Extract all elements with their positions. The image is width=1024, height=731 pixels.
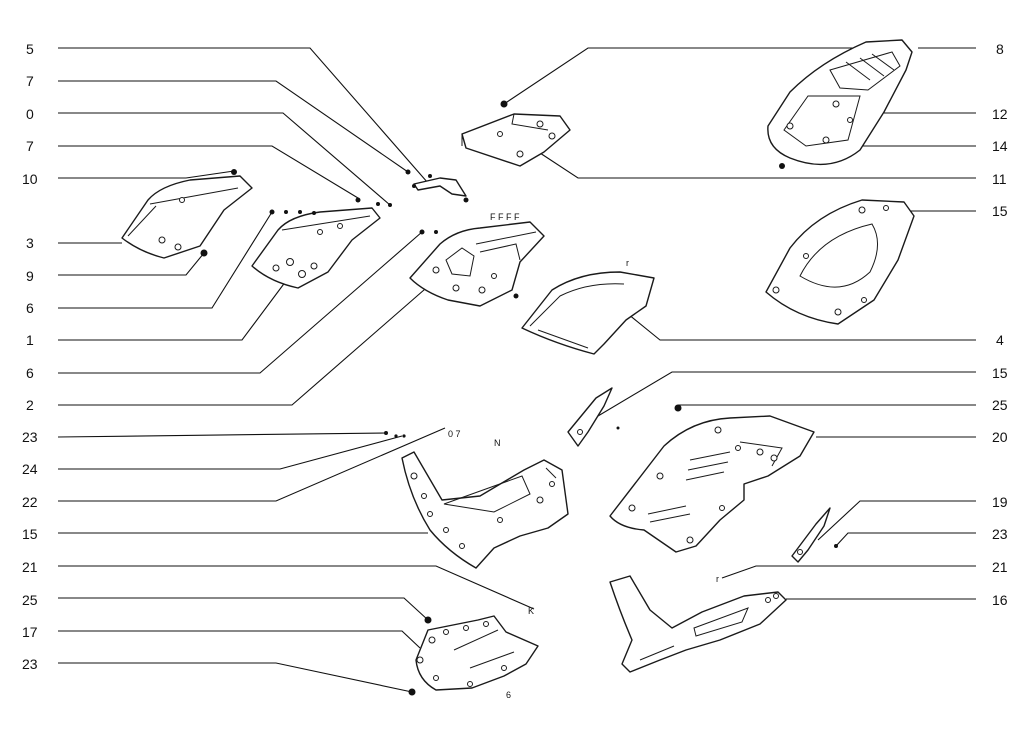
leader-line [817,500,976,541]
leader-line [58,597,429,621]
leader-line [58,170,235,179]
leader-line [58,427,446,502]
seat-tail-unit [767,39,913,169]
callout-label: 23 [22,429,38,445]
callout-label: 7 [26,138,34,154]
callout-label: 19 [992,494,1008,510]
stray-mark: F F F F [490,212,520,222]
wedge-panel: r [521,258,655,355]
leader-line [503,47,904,105]
leader-line [58,630,421,649]
stray-mark: N [494,438,501,448]
leader-line [539,152,976,179]
lower-bracket: 6 [408,615,539,700]
small-clip [567,387,620,447]
callout-label: 21 [992,559,1008,575]
callout-label: 4 [996,332,1004,348]
callout-label: 15 [22,526,38,542]
callout-label: 9 [26,268,34,284]
leader-line [57,432,387,438]
leader-line [58,280,287,341]
small-clip-lower [791,507,838,563]
leader-line [58,662,413,693]
leader-line [835,532,976,547]
leader-line [58,211,273,309]
leader-line [597,371,976,417]
callout-label: 25 [22,592,38,608]
callout-label: 21 [22,559,38,575]
callout-label: 11 [992,171,1007,187]
left-callouts: 5 7 0 7 10 3 9 6 1 6 2 23 24 22 15 21 25… [22,41,38,672]
leader-line [58,435,403,470]
leader-line [58,112,391,206]
stray-mark: 0 7 [448,429,461,439]
callout-label: 10 [22,171,38,187]
callout-label: 23 [992,526,1008,542]
callout-label: 8 [996,41,1004,57]
callout-label: 3 [26,235,34,251]
flat-cover-plate [461,100,571,167]
callout-label: 7 [26,73,34,89]
leader-line [58,47,429,184]
right-callouts: 8 12 14 11 15 4 15 25 20 19 23 21 16 [992,41,1008,608]
leader-line [58,145,359,199]
small-bracket-top [405,169,469,203]
callout-label: 16 [992,592,1008,608]
callout-label: 12 [992,106,1008,122]
stray-mark: r [716,574,719,584]
leader-line [627,313,976,341]
stray-mark: K [528,606,534,616]
side-panel-small [121,169,253,259]
leader-line [58,565,535,610]
callout-label: 14 [992,138,1008,154]
lower-side-fairing: N 0 7 K [384,429,569,616]
left-leader-lines [57,47,535,693]
callout-label: 5 [26,41,34,57]
leader-line [58,80,409,173]
tray-cover [765,199,915,325]
callout-label: 6 [26,365,34,381]
center-panel-large: F F F F [409,212,545,307]
belly-pan [609,404,815,553]
leader-line [58,275,441,406]
stray-mark: r [626,258,629,268]
side-panel-medium [251,197,392,289]
stray-mark: 6 [506,690,511,700]
callout-label: 15 [992,203,1008,219]
right-leader-lines [503,47,976,600]
callout-label: 1 [26,332,34,348]
leader-line [58,252,205,276]
callout-label: 24 [22,461,38,477]
callout-label: 20 [992,429,1008,445]
callout-label: 6 [26,300,34,316]
callout-label: 23 [22,656,38,672]
callout-label: 0 [26,106,34,122]
callout-label: 15 [992,365,1008,381]
callout-label: 17 [22,624,38,640]
leader-line [721,565,976,579]
curved-trim: r [609,574,787,673]
callout-label: 25 [992,397,1008,413]
leader-line [58,231,423,374]
callout-label: 2 [26,397,34,413]
callout-label: 22 [22,494,38,510]
